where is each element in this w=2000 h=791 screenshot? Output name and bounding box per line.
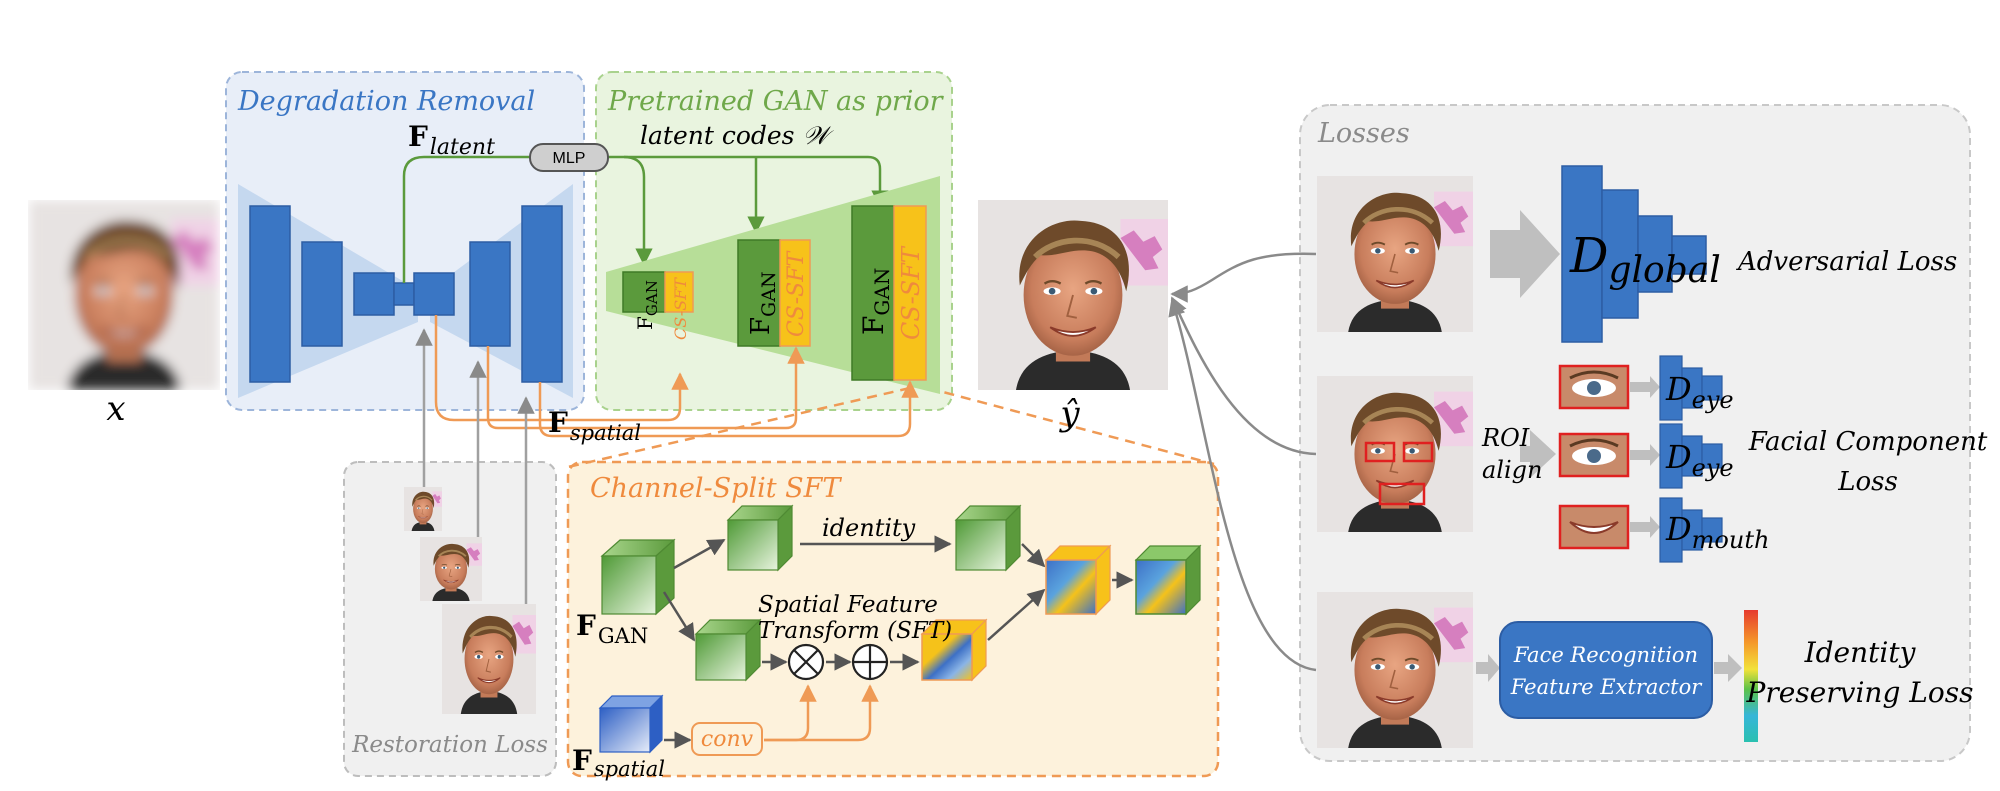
fgan-label-medium: FGAN	[746, 271, 780, 335]
adversarial-loss-label: Adversarial Loss	[1736, 247, 1957, 277]
add-operator	[851, 643, 889, 681]
sft-label-line2: Transform (SFT)	[758, 618, 952, 644]
face-recognition-line2: Feature Extractor	[1510, 675, 1703, 699]
final-output-cube	[1134, 544, 1202, 616]
extractor-to-feature-arrow	[1714, 654, 1742, 682]
sft-result-cube	[920, 618, 988, 682]
concat-cube	[1044, 544, 1112, 616]
f-latent-label: Flatent	[408, 120, 495, 160]
conv-label: conv	[701, 727, 754, 752]
d-mouth-discriminator	[1659, 497, 1723, 563]
d-mouth-label: Dmouth	[1665, 510, 1769, 554]
d-eye-discriminator-1	[1659, 355, 1723, 421]
cs-sft-label-small: CS-SFT	[671, 277, 690, 340]
identity-loss-line2: Preserving Loss	[1746, 676, 1974, 709]
sft-label-line1: Spatial Feature	[758, 592, 938, 618]
eye-crop-1	[1558, 364, 1630, 410]
face-recognition-box: Face Recognition Feature Extractor	[1499, 621, 1713, 719]
d-global-label: Dglobal	[1569, 228, 1721, 291]
pretrained-gan-generator	[606, 176, 940, 394]
d-eye-discriminator-2	[1659, 423, 1723, 489]
fgan-cube	[600, 538, 676, 616]
d-eye-label-2: Deye	[1665, 438, 1734, 482]
fgan-label-large: FGAN	[857, 268, 894, 335]
identity-label: identity	[822, 514, 916, 542]
restoration-loss-arrows	[415, 328, 535, 604]
roi-align-line2: align	[1482, 456, 1542, 484]
facial-component-loss-line1: Facial Component	[1748, 427, 1988, 457]
face-to-extractor-arrow	[1476, 654, 1500, 682]
output-y-hat-label: ŷ	[1058, 394, 1080, 434]
cs-sft-label-medium: CS-SFT	[784, 250, 809, 337]
degradation-removal-unet	[238, 184, 573, 398]
mlp-label: MLP	[553, 150, 586, 167]
fgan-label-small: FGAN	[633, 280, 661, 330]
mlp-box: MLP	[529, 143, 609, 172]
identity-loss-line1: Identity	[1804, 636, 1917, 669]
roi-align-line1: ROI	[1481, 424, 1530, 452]
losses-title: Losses	[1317, 118, 1410, 149]
latent-codes-label: latent codes 𝒲	[640, 121, 834, 150]
degradation-removal-title: Degradation Removal	[237, 86, 535, 117]
facial-component-crops	[1558, 364, 1630, 550]
latent-path	[402, 155, 889, 283]
facial-component-arrows	[1630, 376, 1660, 538]
fgan-detail-label: FGAN	[576, 609, 648, 648]
identity-output-cube	[954, 504, 1022, 572]
restoration-loss-title: Restoration Loss	[351, 732, 548, 758]
roi-big-arrow	[1520, 430, 1556, 478]
channel-split-sft-title: Channel-Split SFT	[590, 473, 842, 504]
cs-sft-detail: FGAN Fspatial	[572, 504, 1202, 781]
eye-crop-2	[1558, 432, 1630, 478]
cs-sft-label-large: CS-SFT	[897, 245, 925, 340]
roi-boxes	[1364, 441, 1434, 506]
adversarial-big-arrow	[1490, 210, 1560, 298]
output-restored-face-image	[978, 200, 1168, 390]
d-eye-label-1: Deye	[1665, 370, 1734, 414]
face-recognition-line1: Face Recognition	[1513, 643, 1698, 667]
mouth-crop	[1558, 504, 1630, 550]
facial-component-loss-line2: Loss	[1837, 467, 1898, 497]
sft-split-cube	[694, 618, 762, 682]
conv-box: conv	[691, 722, 763, 756]
spatial-feature-paths	[434, 315, 919, 438]
fspatial-detail-label: Fspatial	[572, 744, 665, 781]
fspatial-cube	[598, 694, 664, 754]
input-x-label: x	[106, 389, 125, 429]
pretrained-gan-title: Pretrained GAN as prior	[607, 86, 945, 117]
multiply-operator	[787, 643, 825, 681]
f-spatial-label: Fspatial	[548, 406, 641, 445]
output-to-loss-connectors	[1168, 252, 1317, 672]
input-degraded-face-image	[29, 200, 219, 390]
identity-feature-bar	[1744, 610, 1758, 742]
identity-split-cube	[726, 504, 794, 572]
d-global-discriminator	[1561, 165, 1707, 343]
